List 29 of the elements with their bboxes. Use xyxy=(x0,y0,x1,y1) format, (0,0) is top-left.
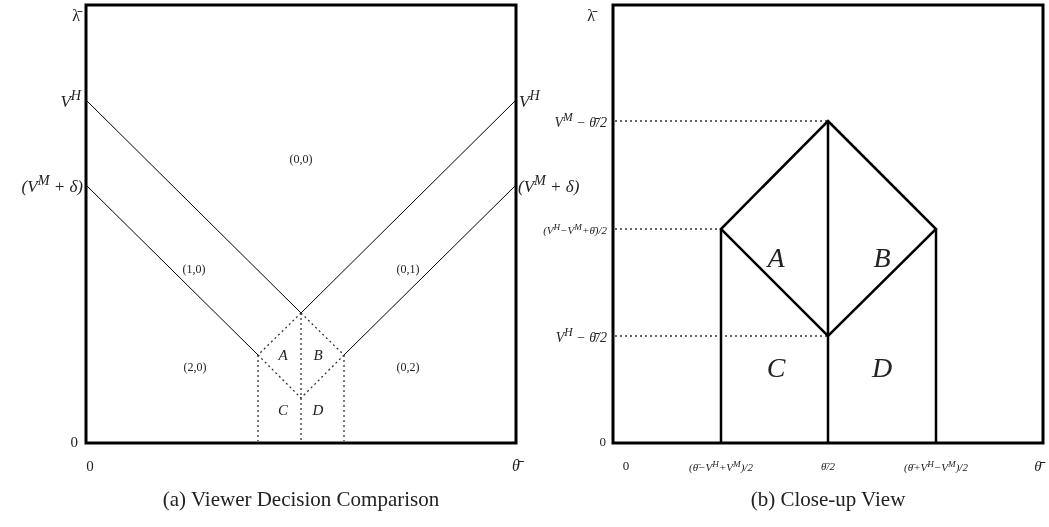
region-label: C xyxy=(766,352,786,384)
region-label: (0,2) xyxy=(396,361,420,375)
region-label: B xyxy=(873,242,891,274)
tick-label: (V$^{H}$−V$^{M}$+θ̄)/2 xyxy=(543,221,607,237)
tick-label: θ̄/2 xyxy=(821,459,835,473)
axis-label: (V$^{M}$ + δ) xyxy=(21,173,83,197)
region-label: C xyxy=(278,401,288,419)
region-label: D xyxy=(871,352,893,384)
tick-label: 0 xyxy=(622,458,630,474)
tick-label: 0 xyxy=(86,457,94,475)
region-label: D xyxy=(312,401,324,419)
region-label: (2,0) xyxy=(183,361,207,375)
tick-label: (θ̄+V$^{H}$−V$^{M}$)/2 xyxy=(904,458,968,474)
tick-label: (θ̄−V$^{H}$+V$^{M}$)/2 xyxy=(689,458,753,474)
figure-caption: (a) Viewer Decision Comparison xyxy=(162,488,440,512)
region-label: (0,0) xyxy=(289,153,313,167)
tick-label: V$^{M}$ − θ̄/2 xyxy=(554,112,607,130)
region-label: B xyxy=(313,346,323,364)
axis-label: (V$^{M}$ + δ) xyxy=(518,173,580,197)
axis-label: V$^{H}$ xyxy=(519,88,540,112)
region-label: (1,0) xyxy=(182,263,206,277)
tick-label: 0 xyxy=(70,433,78,451)
region-label: (0,1) xyxy=(396,263,420,277)
region-label: A xyxy=(278,346,288,364)
axis-label: V$^{H}$ xyxy=(60,88,81,112)
tick-label: 0 xyxy=(599,434,606,450)
figure-caption: (b) Close-up View xyxy=(750,488,906,512)
region-label: A xyxy=(767,242,785,274)
tick-label: V$^{H}$ − θ̄/2 xyxy=(555,327,607,345)
